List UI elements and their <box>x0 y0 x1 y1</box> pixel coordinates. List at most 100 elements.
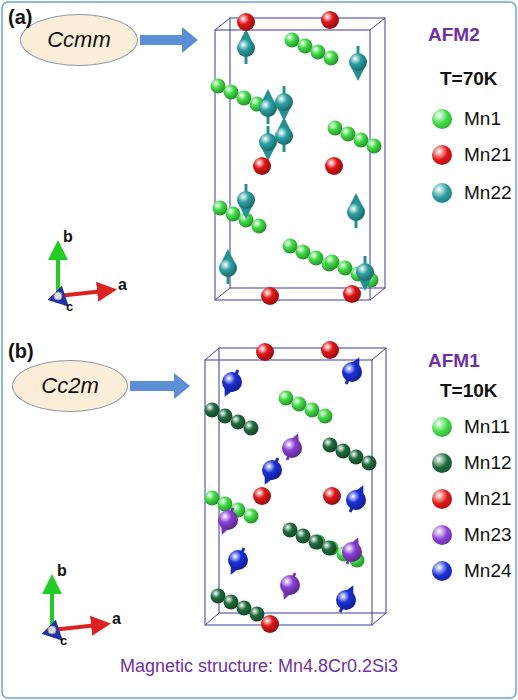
legend-entry: Mn23 <box>432 524 512 546</box>
legend-swatch <box>432 525 452 545</box>
atom-sphere <box>298 39 313 54</box>
atom-sphere <box>219 259 237 277</box>
atom-sphere <box>349 53 367 71</box>
atom-sphere <box>218 510 238 530</box>
legend-entry: Mn21 <box>432 488 512 510</box>
atom-sphere <box>218 409 233 424</box>
atom-sphere <box>323 487 341 505</box>
legend-swatch <box>432 489 452 509</box>
pointer-arrow <box>130 373 190 399</box>
legend-text: Mn21 <box>464 488 512 510</box>
phase-name: AFM2 <box>428 24 480 46</box>
atom-sphere <box>342 362 362 382</box>
axis-label: a <box>118 276 127 294</box>
figure-caption: Magnetic structure: Mn4.8Cr0.2Si3 <box>120 656 398 677</box>
atom-sphere <box>228 550 248 570</box>
legend-swatch <box>432 417 452 437</box>
legend-text: Mn11 <box>464 416 510 438</box>
legend-text: Mn22 <box>464 182 512 204</box>
atom-sphere <box>349 450 364 465</box>
legend-entry: Mn21 <box>432 144 512 166</box>
atom-sphere <box>362 456 377 471</box>
legend-swatch <box>432 183 452 203</box>
atom-sphere <box>354 133 369 148</box>
atom-sphere <box>231 415 246 430</box>
legend-entry: Mn11 <box>432 416 510 438</box>
atom-sphere <box>205 403 220 418</box>
atom-sphere <box>261 615 279 633</box>
atom-sphere <box>305 403 320 418</box>
atom-sphere <box>322 541 337 556</box>
atom-sphere <box>325 255 340 270</box>
axis-triad <box>54 244 113 304</box>
legend-text: Mn21 <box>464 144 512 166</box>
phase-name: AFM1 <box>428 350 480 372</box>
atom-sphere <box>283 523 298 538</box>
atom-sphere <box>318 409 333 424</box>
atom-sphere <box>244 421 259 436</box>
legend-entry: Mn1 <box>432 108 501 130</box>
atom-sphere <box>341 127 356 142</box>
atom-sphere <box>211 79 226 94</box>
atom-sphere <box>356 263 374 281</box>
atom-sphere <box>336 444 351 459</box>
atom-sphere <box>338 261 353 276</box>
legend-entry: Mn22 <box>432 182 512 204</box>
atom-sphere <box>218 497 233 512</box>
legend-text: Mn1 <box>464 108 501 130</box>
atom-sphere <box>279 391 294 406</box>
panel-letter: (a) <box>8 6 32 29</box>
axis-label: c <box>66 300 73 315</box>
space-group-oval: Ccmm <box>20 14 138 66</box>
atom-sphere <box>261 287 279 305</box>
atom-sphere <box>244 509 259 524</box>
atom-sphere <box>237 601 252 616</box>
atom-sphere <box>323 438 338 453</box>
temperature: T=70K <box>440 68 498 90</box>
atom-sphere <box>311 45 326 60</box>
unit-cell <box>215 18 385 300</box>
legend-swatch <box>432 109 452 129</box>
atom-sphere <box>283 239 298 254</box>
atom-sphere <box>309 251 324 266</box>
atom-sphere <box>321 341 339 359</box>
legend-text: Mn23 <box>464 524 512 546</box>
legend-swatch <box>432 453 452 473</box>
axis-label: c <box>60 634 67 649</box>
axis-triad <box>48 578 107 638</box>
atom-sphere <box>275 93 293 111</box>
legend-entry: Mn12 <box>432 452 512 474</box>
atom-sphere <box>292 397 307 412</box>
atom-sphere <box>237 91 252 106</box>
atom-sphere <box>347 203 365 221</box>
atom-sphere <box>259 99 277 117</box>
legend-text: Mn12 <box>464 452 512 474</box>
atom-sphere <box>282 438 302 458</box>
atom-sphere <box>237 191 255 209</box>
atom-sphere <box>336 590 356 610</box>
legend-swatch <box>432 145 452 165</box>
panel-letter: (b) <box>8 340 34 363</box>
axis-label: b <box>63 228 73 246</box>
space-group-label: Ccmm <box>47 27 111 53</box>
atom-sphere <box>222 372 242 392</box>
atoms <box>205 11 382 633</box>
axis-label: b <box>57 562 67 580</box>
atom-sphere <box>213 201 228 216</box>
legend-text: Mn24 <box>464 560 512 582</box>
atom-sphere <box>250 607 265 622</box>
atom-sphere <box>285 33 300 48</box>
legend-swatch <box>432 561 452 581</box>
pointer-arrow <box>140 27 198 53</box>
atom-sphere <box>309 535 324 550</box>
atom-sphere <box>280 575 300 595</box>
atom-sphere <box>256 343 274 361</box>
temperature: T=10K <box>440 380 498 402</box>
atom-sphere <box>262 460 282 480</box>
atom-sphere <box>237 13 255 31</box>
atom-sphere <box>367 139 382 154</box>
atom-sphere <box>296 245 311 260</box>
legend-entry: Mn24 <box>432 560 512 582</box>
atom-sphere <box>296 529 311 544</box>
